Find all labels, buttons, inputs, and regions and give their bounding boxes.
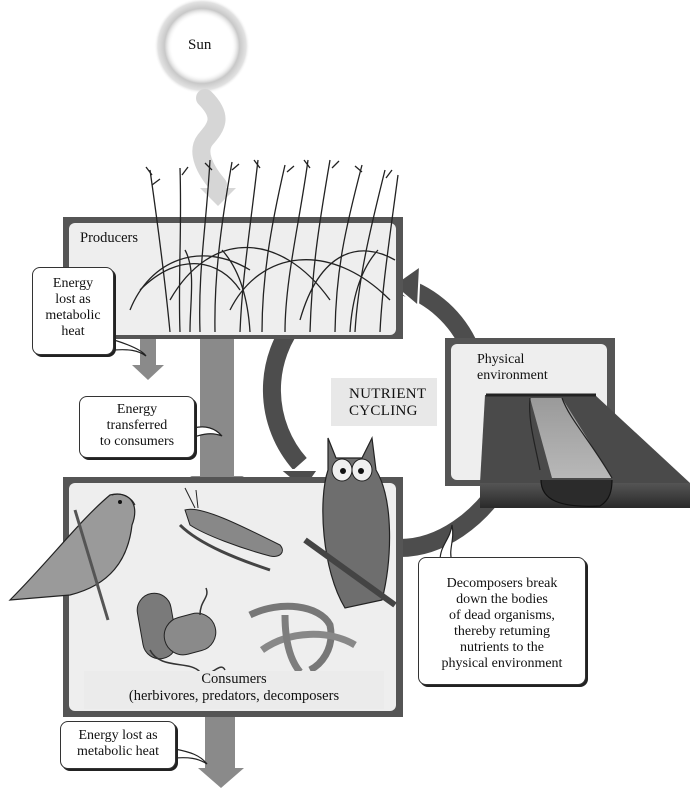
stream-landscape-icon	[480, 393, 690, 508]
callout-tails	[113, 339, 454, 765]
producers-label: Producers	[80, 230, 138, 246]
energy-transfer-arrow	[190, 339, 244, 492]
energy-lost-arrow-producers	[132, 339, 164, 380]
worms-icon	[248, 602, 357, 675]
grass-icon	[129, 159, 399, 333]
callout-energy-transferred: Energy transferred to consumers	[79, 396, 195, 458]
bacteria-icon	[136, 587, 226, 675]
owl-icon	[303, 435, 397, 609]
producers-frame	[63, 217, 403, 339]
grasshopper-icon	[178, 487, 283, 572]
sunlight-arrow	[192, 89, 236, 206]
energy-lost-arrow-consumers	[198, 717, 244, 788]
callout-energy-lost-consumers: Energy lost as metabolic heat	[60, 721, 176, 769]
sparrow-icon	[8, 493, 136, 621]
callout-decomposers: Decomposers break down the bodies of dea…	[418, 557, 586, 685]
sun-label: Sun	[188, 37, 212, 53]
physical-environment-label: Physical environment	[477, 352, 548, 383]
sun-icon	[154, 0, 250, 94]
nutrient-cycling-label: NUTRIENT CYCLING	[331, 378, 437, 426]
callout-energy-lost-producers: Energy lost as metabolic heat	[32, 267, 114, 355]
consumers-label: Consumers (herbivores, predators, decomp…	[84, 671, 384, 709]
